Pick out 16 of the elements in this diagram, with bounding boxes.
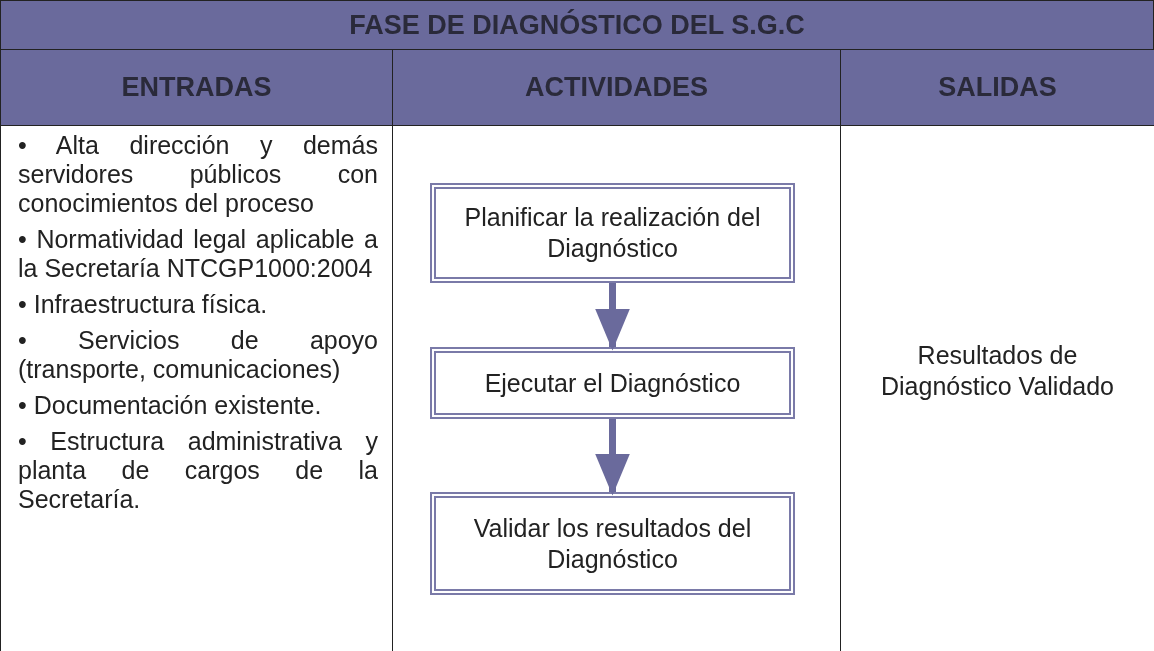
process-box: Planificar la realización del Diagnóstico [430,183,795,283]
bullet-item: • Alta dirección y demás servidores públicos con conocimientos del proceso [18,131,378,218]
process-box: Validar los resultados del Diagnóstico [430,492,795,595]
column-header: ACTIVIDADES [392,49,841,126]
arrow [595,283,630,351]
process-box: Ejecutar el Diagnóstico [430,347,795,419]
bullet-item: • Servicios de apoyo (transporte, comunicaciones) [18,326,378,384]
bullet-item: • Documentación existente. [18,391,323,420]
output-text: Resultados de Diagnóstico Validado [880,340,1115,402]
bullet-item: • Infraestructura física. [18,290,269,319]
column-header: SALIDAS [840,49,1154,126]
arrow [595,419,630,496]
bullet-item: • Estructura administrativa y planta de cargos de la Secretaría. [18,427,378,514]
column-header: ENTRADAS [0,49,393,126]
title-bar: FASE DE DIAGNÓSTICO DEL S.G.C [0,0,1154,50]
bullet-item: • Normatividad legal aplicable a la Secretaría NTCGP1000:2004 [18,225,378,283]
